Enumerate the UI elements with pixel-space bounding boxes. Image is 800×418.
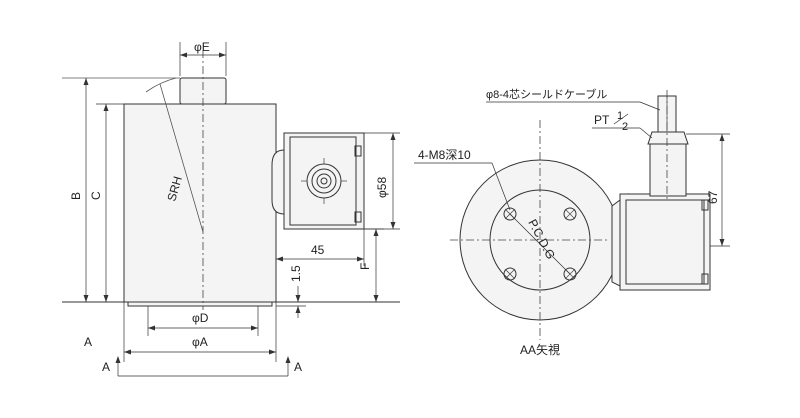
section-a-label-top: A [84, 335, 92, 349]
bolt-label: 4-M8深10 [418, 148, 471, 162]
bolt-hole-bottom-left [503, 267, 517, 281]
c-arrow-bottom [103, 295, 109, 302]
pcd-line [509, 213, 571, 275]
dim-45-label: 45 [311, 243, 325, 257]
section-arrow-left-head [115, 356, 121, 363]
section-a-label-right: A [294, 360, 302, 374]
base-plate [127, 301, 273, 307]
c-label: C [89, 191, 103, 200]
dim-1-5-arrow-top [295, 295, 301, 302]
f-label: F [358, 263, 372, 270]
b-arrow-top [83, 78, 89, 85]
cable-leader-diagonal [639, 101, 661, 111]
connector-screw-top [354, 145, 362, 157]
phi-d-arrow-right [251, 325, 258, 331]
front-screw-top [701, 199, 709, 211]
side-view: SRH φE B C [62, 40, 400, 377]
phi-58-arrow-top [390, 133, 396, 140]
pt-label: PT [594, 113, 610, 127]
dim-45-arrow-left [276, 256, 283, 262]
phi-e-label: φE [194, 40, 210, 54]
pt-fraction-top: 1 [617, 110, 623, 122]
connector-housing-front [619, 193, 711, 291]
main-body [123, 103, 277, 303]
bolt-hole-top-left [503, 207, 517, 221]
front-screw-bottom [701, 273, 709, 285]
cable-gland [649, 143, 687, 197]
view-title: AA矢視 [520, 342, 560, 357]
phi-58-label: φ58 [375, 177, 389, 198]
phi-a-arrow-right [269, 349, 276, 355]
srh-label: SRH [164, 175, 184, 203]
f-arrow-bottom [373, 295, 379, 302]
b-label: B [69, 192, 83, 200]
phi-a-label: φA [192, 335, 208, 349]
port-core [320, 177, 328, 185]
dim-1-5-arrow-bottom [295, 306, 301, 313]
front-view: P.C.D.G 4-M8深10 φ8-4芯シールドケーブル PT 1 2 [414, 87, 730, 357]
port-middle [311, 168, 337, 194]
dim-67-arrow-bottom [719, 239, 725, 246]
phi-58-arrow-bottom [390, 222, 396, 229]
srh-line [159, 83, 204, 233]
pt-fraction-bottom: 2 [622, 121, 628, 133]
srh-arc [145, 77, 177, 93]
connector-housing-inner [289, 136, 357, 226]
f-arrow-top [373, 229, 379, 236]
section-a-label-left: A [102, 360, 110, 374]
bolt-hole-bottom-right [563, 267, 577, 281]
pt-leader-diagonal [639, 127, 653, 139]
connector-screw-bottom [354, 211, 362, 223]
section-arrow-right-head [285, 356, 291, 363]
c-arrow-top [103, 104, 109, 111]
phi-e-arrow-left [180, 52, 187, 58]
phi-a-arrow-left [124, 349, 131, 355]
dim-67-arrow-top [719, 134, 725, 141]
dim-1-5-label: 1.5 [289, 265, 303, 282]
bolt-hole-top-right [563, 207, 577, 221]
phi-d-label: φD [192, 311, 209, 325]
cable-label: φ8-4芯シールドケーブル [486, 87, 607, 101]
dim-67-label: 67 [706, 190, 720, 204]
bolt-leader-diagonal [491, 162, 511, 211]
connector-housing-front-inner [625, 199, 705, 285]
connector-housing [283, 132, 365, 230]
b-arrow-bottom [83, 295, 89, 302]
phi-e-arrow-right [219, 52, 226, 58]
port-inner [316, 173, 332, 189]
dim-45-arrow-right [357, 256, 364, 262]
pt-fraction-slash [613, 113, 629, 125]
gland-nut [647, 131, 689, 145]
phi-d-arrow-left [148, 325, 155, 331]
connector-neck [271, 149, 285, 215]
